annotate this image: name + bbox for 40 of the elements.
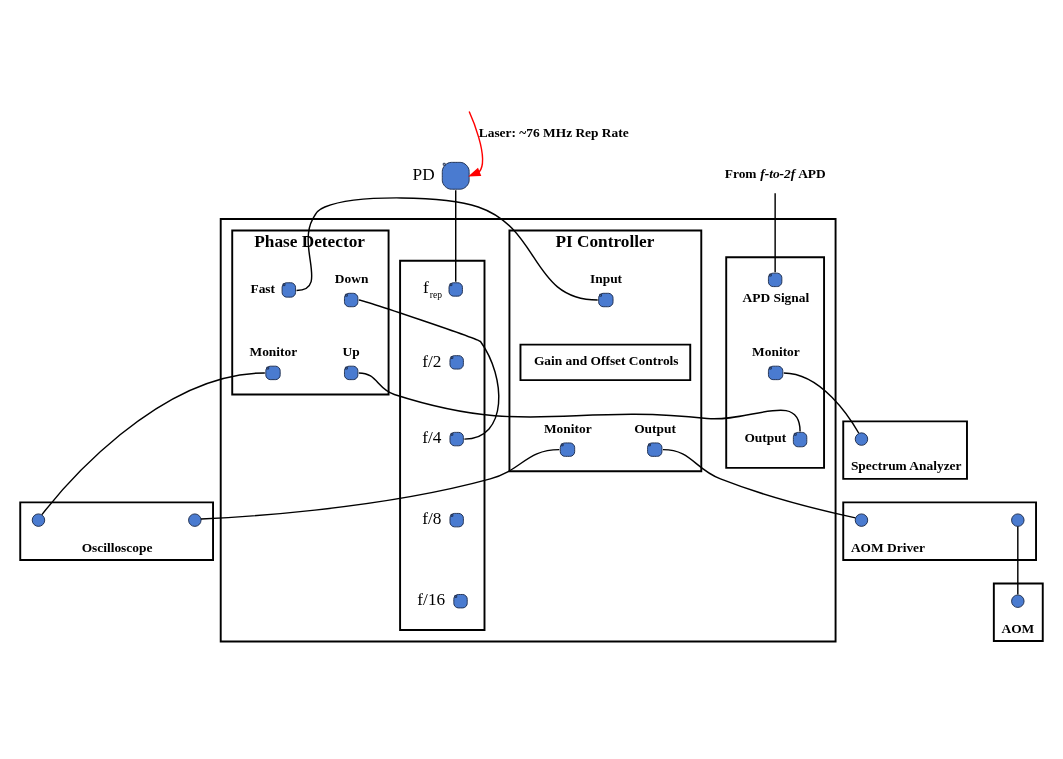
node-label: APD Signal [742,289,810,305]
node-label: Monitor [752,343,800,359]
node-label: f/2 [422,351,442,371]
edge-label: Laser: ~76 MHz Rep Rate [478,124,629,140]
node-circle [1011,594,1025,608]
connector [662,448,857,519]
connector [41,371,266,515]
node-label: Output [744,429,787,445]
connector [295,196,599,301]
connector [774,192,776,273]
node-label: PD [412,164,435,184]
node-box: Gain and Offset Controls [519,343,692,381]
connector [358,298,500,440]
node-label: f/16 [417,589,446,609]
cluster: AOM Driver [842,500,1037,561]
node-label: Monitor [543,420,592,436]
node-circle [1011,512,1025,527]
cluster: AOM [992,582,1044,642]
node-label: f/4 [422,427,442,447]
node-circle [188,512,202,527]
cluster [219,217,837,642]
connector [455,188,457,282]
cluster [399,259,486,631]
connector [1017,525,1019,595]
node-label: f$_{rep}$ [423,277,443,300]
arrow [468,110,484,177]
node-label: Monitor [249,343,298,359]
node-label: Input [590,270,623,286]
node-label: Output [634,420,676,436]
cluster: Spectrum Analyzer [842,419,968,480]
node-circle [854,431,869,446]
node-circle [854,512,869,527]
cluster: Oscilloscope [19,500,214,561]
node-circle [31,512,46,527]
node-label: Up [342,343,360,359]
cluster [725,255,825,469]
node-label: f/8 [422,508,442,528]
connector [358,371,801,432]
node-label: Down [334,270,369,286]
node-label: Fast [250,280,276,296]
